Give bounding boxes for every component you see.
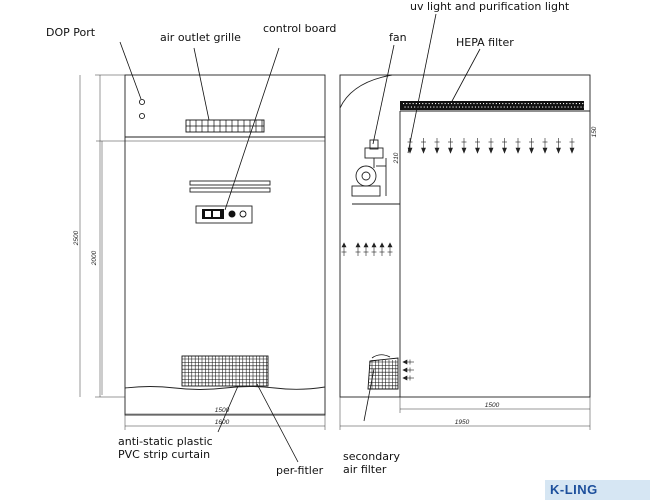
label-secondary-line1: secondary — [343, 450, 400, 463]
label-fan: fan — [389, 31, 407, 44]
label-hepa-filter: HEPA filter — [456, 36, 514, 49]
airflow-arrows — [341, 242, 393, 256]
side-view: 150 210 1500 1950 — [339, 74, 598, 430]
front-view: 2500 2000 1500 1600 — [73, 74, 326, 430]
label-strip-curtain-line2: PVC strip curtain — [118, 448, 210, 461]
dim-front-height-inner: 2000 — [91, 250, 98, 266]
dim-small-right: 150 — [591, 126, 598, 137]
label-uv-light: uv light and purification light — [410, 0, 570, 13]
logo-background — [545, 480, 650, 500]
bottom-slot-bar — [189, 187, 271, 193]
fan-shape — [351, 139, 400, 205]
label-dop-port: DOP Port — [46, 26, 96, 39]
secondary-filter-shape — [367, 354, 399, 390]
company-logo: K-LING — [550, 482, 598, 497]
per-filter-shape — [181, 355, 269, 387]
top-slot-bar — [189, 180, 271, 186]
air-outlet-grille-shape — [185, 119, 265, 133]
label-air-outlet-grille: air outlet grille — [160, 31, 241, 44]
dim-front-height-total: 2500 — [73, 230, 80, 246]
label-strip-curtain-line1: anti-static plastic — [118, 435, 213, 448]
dim-front-width-inner: 1500 — [215, 407, 230, 414]
label-per-filter: per-fitler — [276, 464, 324, 477]
dop-port-icon — [138, 98, 146, 106]
strip-curtain-wave — [124, 386, 326, 390]
dim-side-width-total: 1950 — [455, 419, 470, 426]
hepa-filter-shape — [400, 101, 585, 110]
label-secondary-line2: air filter — [343, 463, 387, 476]
leader-lines — [119, 13, 481, 463]
dim-small-left: 210 — [393, 152, 400, 164]
control-board-shape — [195, 205, 253, 224]
dim-side-width-inner: 1500 — [485, 402, 500, 409]
label-control-board: control board — [263, 22, 336, 35]
dop-port-secondary-icon — [138, 112, 146, 120]
side-top-curve — [339, 74, 393, 109]
uv-light-arrows — [407, 138, 575, 154]
